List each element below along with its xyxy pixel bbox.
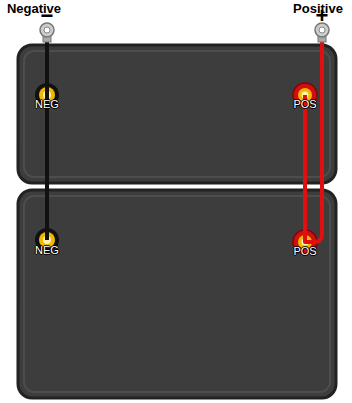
battery-edge [24, 51, 330, 177]
terminal-label: NEG [35, 99, 59, 110]
battery-edge [24, 196, 330, 392]
polarity-sign: − [41, 5, 54, 27]
terminal-label: POS [293, 246, 316, 257]
battery-case [18, 190, 336, 398]
terminal-label: POS [293, 99, 316, 110]
terminal-label: NEG [35, 245, 59, 256]
negative-cable [45, 40, 49, 240]
polarity-sign: + [316, 5, 329, 27]
positive-cable [305, 40, 322, 242]
battery-case [18, 45, 336, 183]
